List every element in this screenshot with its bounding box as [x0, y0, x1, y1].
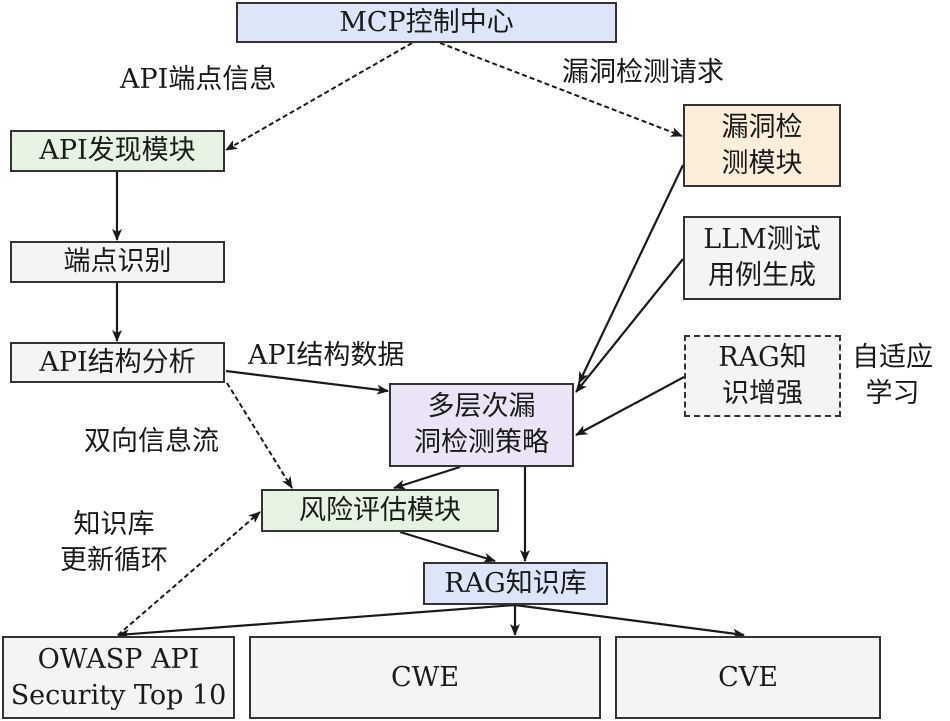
edge-label-api-endpoint-info: API端点信息	[120, 64, 277, 95]
node-cve: CVE	[615, 636, 881, 719]
node-api-structure-analysis: API结构分析	[10, 342, 225, 383]
edge-label-vuln-detect-request: 漏洞检测请求	[562, 57, 724, 88]
edge-label-bidirectional-flow: 双向信息流	[84, 426, 219, 457]
node-endpoint-identification: 端点识别	[10, 241, 225, 283]
node-api-discovery-module: API发现模块	[10, 130, 225, 172]
node-vuln-detection-module: 漏洞检 测模块	[683, 104, 841, 187]
edge-owasp-to-risk-assess	[117, 511, 261, 636]
edge-vuln-detect-to-multi-strategy	[578, 164, 684, 384]
edge-rag-enhance-to-multi-strategy	[575, 376, 685, 436]
edge-label-kb-update-cycle: 知识库 更新循环	[60, 509, 168, 576]
edge-rag-kb-to-cve	[514, 603, 745, 639]
node-mcp-control-center: MCP控制中心	[236, 2, 617, 43]
edge-rag-kb-to-owasp	[117, 603, 516, 640]
edge-risk-assess-to-rag-kb	[399, 530, 496, 563]
node-llm-testcase-generation: LLM测试 用例生成	[683, 216, 841, 300]
edge-api-struct-to-risk-assess	[226, 382, 293, 489]
edge-llm-testgen-to-multi-strategy	[575, 258, 684, 393]
edge-multi-strategy-to-risk-assess	[393, 465, 461, 490]
node-owasp-api-top10: OWASP API Security Top 10	[2, 636, 235, 719]
node-rag-knowledge-enhancement: RAG知 识增强	[684, 335, 841, 417]
edge-label-adaptive-learning: 自适应 学习	[852, 342, 933, 409]
node-rag-knowledge-base: RAG知识库	[423, 562, 608, 605]
node-multilayer-detection-strategy: 多层次漏 洞检测策略	[389, 383, 574, 467]
edge-api-struct-to-multi-strategy	[225, 369, 389, 395]
node-cwe: CWE	[249, 636, 601, 719]
edge-label-api-structure-data: API结构数据	[248, 340, 405, 371]
edge-mcp-to-vuln-detect	[439, 42, 683, 137]
node-risk-assessment-module: 风险评估模块	[261, 489, 499, 532]
edge-mcp-to-api-discovery	[225, 42, 413, 151]
